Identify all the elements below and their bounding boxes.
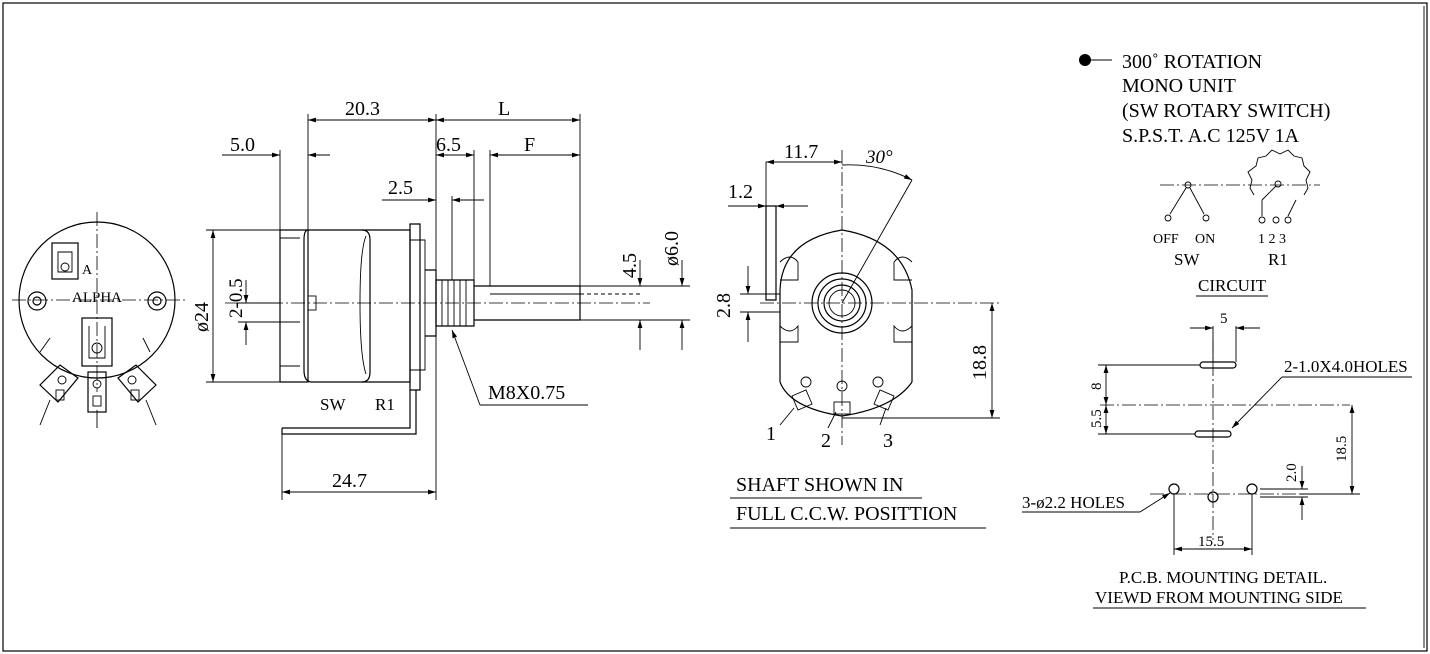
dim-11-7: 11.7 — [784, 141, 818, 163]
bullet-dot — [1079, 54, 1091, 66]
dim-2-0-5: 2-0.5 — [226, 278, 247, 318]
dim-2-5: 2.5 — [388, 177, 413, 199]
dim-dia-24: ø24 — [191, 302, 213, 332]
front-view: 30° 11.7 1.2 2.8 18.8 1 2 3 SHAFT SHOWN … — [713, 141, 1000, 529]
note-line-2: FULL C.C.W. POSITTION — [736, 503, 957, 525]
spec-line-1: 300˚ ROTATION — [1122, 51, 1262, 73]
pcb-dim-5-5: 5.5 — [1089, 409, 1105, 428]
circuit-on: ON — [1195, 232, 1215, 247]
note-line-1: SHAFT SHOWN IN — [736, 474, 903, 496]
dim-30-deg: 30° — [865, 147, 893, 168]
pcb-title-1: P.C.B. MOUNTING DETAIL. — [1119, 568, 1327, 587]
circuit-pins: 1 2 3 — [1258, 232, 1286, 247]
rear-label-alpha: ALPHA — [72, 290, 122, 306]
pcb-dim-5: 5 — [1220, 311, 1228, 327]
circuit-off: OFF — [1153, 232, 1179, 247]
dim-18-8: 18.8 — [969, 345, 991, 380]
circuit-title: CIRCUIT — [1198, 276, 1267, 295]
side-label-sw: SW — [320, 395, 346, 414]
spec-line-4: S.P.S.T. A.C 125V 1A — [1122, 125, 1300, 147]
thread-callout: M8X0.75 — [488, 382, 565, 404]
pcb-dim-18-5: 18.5 — [1334, 436, 1350, 462]
dim-2-8: 2.8 — [713, 293, 735, 318]
dim-4-5: 4.5 — [619, 253, 641, 278]
pcb-dim-8: 8 — [1089, 383, 1105, 391]
pcb-dim-15-5: 15.5 — [1198, 534, 1224, 550]
side-view: 5.0 20.3 L 6.5 F 2.5 ø24 2-0.5 4.5 — [191, 98, 690, 500]
spec-notes: 300˚ ROTATION MONO UNIT (SW ROTARY SWITC… — [1079, 51, 1330, 147]
dim-5-0: 5.0 — [230, 134, 255, 156]
spec-line-2: MONO UNIT — [1122, 75, 1236, 97]
pcb-title-2: VIEWD FROM MOUNTING SIDE — [1095, 588, 1343, 607]
side-label-r1: R1 — [375, 395, 395, 414]
circuit-r1: R1 — [1268, 250, 1288, 269]
pcb-slot-holes: 2-1.0X4.0HOLES — [1284, 357, 1408, 376]
circuit-sw: SW — [1174, 250, 1200, 269]
dim-20-3: 20.3 — [345, 98, 380, 120]
pcb-round-holes: 3-ø2.2 HOLES — [1022, 493, 1125, 512]
dim-6-5: 6.5 — [436, 134, 461, 156]
dim-24-7: 24.7 — [332, 470, 367, 492]
term-2: 2 — [821, 430, 831, 452]
pcb-mounting-detail: 5 2-1.0X4.0HOLES 8 5.5 18.5 2.0 3-ø2.2 H… — [1022, 311, 1412, 609]
spec-line-3: (SW ROTARY SWITCH) — [1122, 100, 1330, 122]
dim-dia-6-0: ø6.0 — [661, 231, 683, 266]
circuit-diagram: OFF ON SW 1 2 3 R1 CIRCUIT — [1153, 149, 1320, 297]
term-1: 1 — [766, 423, 776, 445]
rear-view: A ALPHA — [12, 212, 185, 428]
rear-label-a: A — [82, 263, 93, 278]
dim-F: F — [524, 134, 535, 156]
dim-1-2: 1.2 — [728, 181, 753, 203]
pcb-dim-2-0: 2.0 — [1284, 463, 1300, 482]
dim-L: L — [498, 98, 510, 120]
term-3: 3 — [883, 430, 893, 452]
